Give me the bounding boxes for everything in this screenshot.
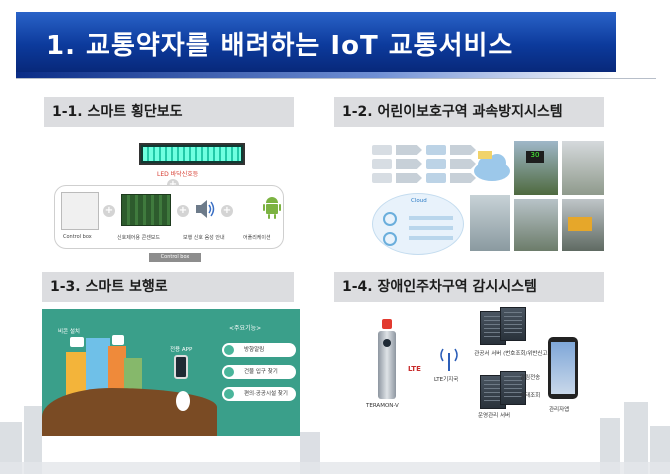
plus-icon: +: [177, 205, 189, 217]
led-floor-signal: [139, 143, 245, 165]
server-icon: [500, 307, 526, 341]
siren-icon: [382, 319, 392, 329]
device-label: TERAMON-V: [366, 403, 399, 409]
lte-logo: LTE: [408, 365, 421, 373]
building-illustration: [66, 352, 88, 396]
cloud-label: Cloud: [411, 198, 427, 204]
caption-board: 신호제어용 콘센보드: [117, 235, 160, 241]
components-box: + + + Control box 신호제어용 콘센보드 보행 신호 음성 안내…: [54, 185, 284, 249]
cloud-network-icon: [474, 151, 510, 181]
beacon-icon: [70, 337, 84, 347]
teramon-device: [378, 331, 396, 399]
section-title-smart-walkway: 1-3. 스마트 보행로: [42, 272, 294, 302]
function-entrance: 건물 입구 찾기: [222, 365, 296, 379]
cloud-diagram: Cloud: [372, 193, 464, 255]
server-icon: [500, 371, 526, 405]
divider: [16, 78, 656, 79]
caption-voice-guide: 보행 신호 음성 안내: [183, 235, 225, 241]
person-icon: [176, 391, 190, 411]
app-label: 전용 APP: [170, 347, 193, 353]
plus-icon: +: [103, 205, 115, 217]
street-photo: 30: [514, 141, 558, 195]
control-box-tab: Control box: [149, 253, 201, 262]
control-box-image: [61, 192, 99, 230]
phone-icon: [174, 355, 188, 379]
title-banner: 1. 교통약자를 배려하는 IoT 교통서비스: [16, 12, 616, 78]
page-title: 1. 교통약자를 배려하는 IoT 교통서비스: [46, 31, 514, 61]
building-illustration: [86, 338, 110, 396]
circuit-board-image: [121, 194, 171, 226]
beacon-icon: [112, 335, 124, 345]
street-photo: [470, 195, 510, 251]
section-title-school-zone: 1-2. 어린이보호구역 과속방지시스템: [334, 97, 604, 127]
street-photo: [562, 199, 604, 251]
antenna-icon: [440, 348, 458, 371]
arrow-status-label: 상태조회: [520, 393, 541, 399]
building-illustration: [124, 358, 142, 396]
section-title-disabled-parking: 1-4. 장애인주차구역 감시시스템: [334, 272, 604, 302]
street-photo: [514, 199, 558, 251]
building-illustration: [108, 346, 126, 396]
street-photo: [562, 141, 604, 195]
section-title-smart-crosswalk: 1-1. 스마트 횡단보도: [44, 97, 294, 127]
flow-row: [372, 173, 480, 183]
smart-walkway-illustration: 비콘 설치 전용 APP <주요기능> 방향알림 건물 입구 찾기 편의·공공시…: [42, 309, 300, 436]
smart-crosswalk-diagram: LED 바닥신호등 + + + + Control box 신호제어용 콘센보드…: [44, 135, 294, 262]
speaker-icon: [196, 200, 215, 218]
functions-heading: <주요기능>: [229, 325, 262, 332]
ops-server-label: 운영관리 서버: [478, 413, 511, 419]
lte-station-label: LTE기지국: [434, 377, 459, 383]
ground-illustration: [42, 388, 217, 436]
disabled-parking-diagram: TERAMON-V LTE LTE기지국 관공서 서버 (번호조회/위반신고) …: [356, 307, 606, 435]
led-floor-signal-label: LED 바닥신호등: [157, 171, 199, 178]
android-icon: [263, 197, 281, 219]
plus-icon: +: [221, 205, 233, 217]
caption-control-box: Control box: [63, 234, 92, 240]
flow-row: [372, 159, 480, 169]
flow-row: [372, 145, 480, 155]
public-server-label: 관공서 서버 (번호조회/위반신고): [474, 351, 550, 357]
beacon-label: 비콘 설치: [58, 329, 80, 335]
caption-application: 어플리케이션: [243, 235, 271, 241]
admin-app-label: 관리자앱: [549, 407, 570, 413]
function-facility: 편의·공공시설 찾기: [222, 387, 296, 401]
arrow-notify-label: 알림전송: [520, 375, 541, 381]
function-direction: 방향알림: [222, 343, 296, 357]
school-zone-diagram: Cloud 30: [358, 135, 604, 259]
smartphone-icon: [548, 337, 578, 399]
